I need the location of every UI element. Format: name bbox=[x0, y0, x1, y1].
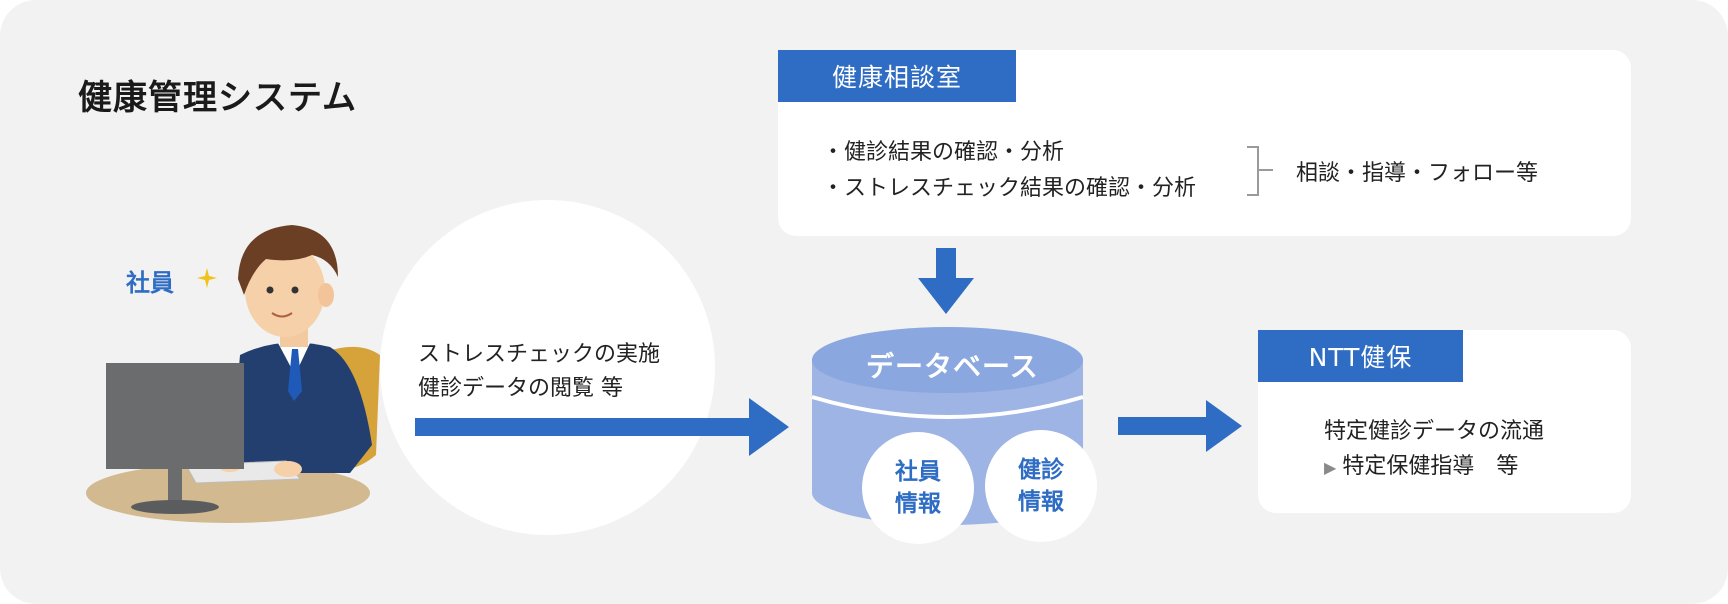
consultation-header: 健康相談室 bbox=[778, 50, 1016, 102]
employee-label: 社員 bbox=[126, 269, 174, 297]
employee-info-line-1: 社員 bbox=[895, 459, 941, 485]
consultation-result: 相談・指導・フォロー等 bbox=[1296, 161, 1539, 186]
necktie bbox=[288, 349, 302, 401]
employee-ear bbox=[318, 283, 334, 307]
employee-face bbox=[245, 243, 325, 337]
employee-eye bbox=[266, 286, 274, 294]
employee-illustration bbox=[86, 225, 380, 523]
triangle-marker-icon: ▶ bbox=[1324, 458, 1337, 477]
health-info-line-2: 情報 bbox=[1018, 489, 1064, 515]
arrow-to-database bbox=[415, 398, 789, 456]
page-title: 健康管理システム bbox=[78, 78, 357, 118]
monitor-stand bbox=[168, 469, 182, 505]
consultation-item-2: ・ストレスチェック結果の確認・分析 bbox=[822, 176, 1197, 201]
ntt-line-1: 特定健診データの流通 bbox=[1324, 419, 1545, 444]
employee-eye bbox=[291, 286, 299, 294]
action-line-1: ストレスチェックの実施 bbox=[418, 342, 661, 367]
health-info-circle: 健診 情報 bbox=[985, 430, 1097, 542]
employee-mouth bbox=[271, 312, 293, 318]
ntt-card: NTT健保 特定健診データの流通 ▶ 特定保健指導 等 bbox=[1258, 330, 1631, 513]
database-label: データベース bbox=[866, 350, 1039, 383]
ntt-line-2-text: 特定保健指導 等 bbox=[1342, 454, 1519, 479]
consultation-card: 健康相談室 ・健診結果の確認・分析 ・ストレスチェック結果の確認・分析 相談・指… bbox=[778, 50, 1631, 236]
monitor-base bbox=[131, 500, 219, 514]
employee-info-circle: 社員 情報 bbox=[862, 432, 974, 544]
consultation-item-1: ・健診結果の確認・分析 bbox=[822, 140, 1065, 165]
monitor-screen bbox=[106, 363, 244, 469]
arrow-to-ntt bbox=[1118, 400, 1242, 452]
grouping-bracket bbox=[1247, 146, 1259, 196]
ntt-header: NTT健保 bbox=[1258, 330, 1463, 382]
employee-body bbox=[230, 342, 372, 473]
arrow-down-to-database bbox=[918, 248, 974, 314]
action-circle bbox=[380, 200, 715, 535]
sparkle-icon bbox=[197, 268, 217, 288]
bracket-connector bbox=[1259, 169, 1273, 171]
action-line-2: 健診データの閲覧 等 bbox=[418, 376, 623, 401]
employee-hand bbox=[274, 461, 302, 477]
health-info-line-1: 健診 bbox=[1018, 457, 1064, 483]
employee-info-line-2: 情報 bbox=[895, 491, 941, 517]
employee-hair bbox=[238, 225, 338, 295]
ntt-line-2: ▶ 特定保健指導 等 bbox=[1324, 448, 1518, 480]
